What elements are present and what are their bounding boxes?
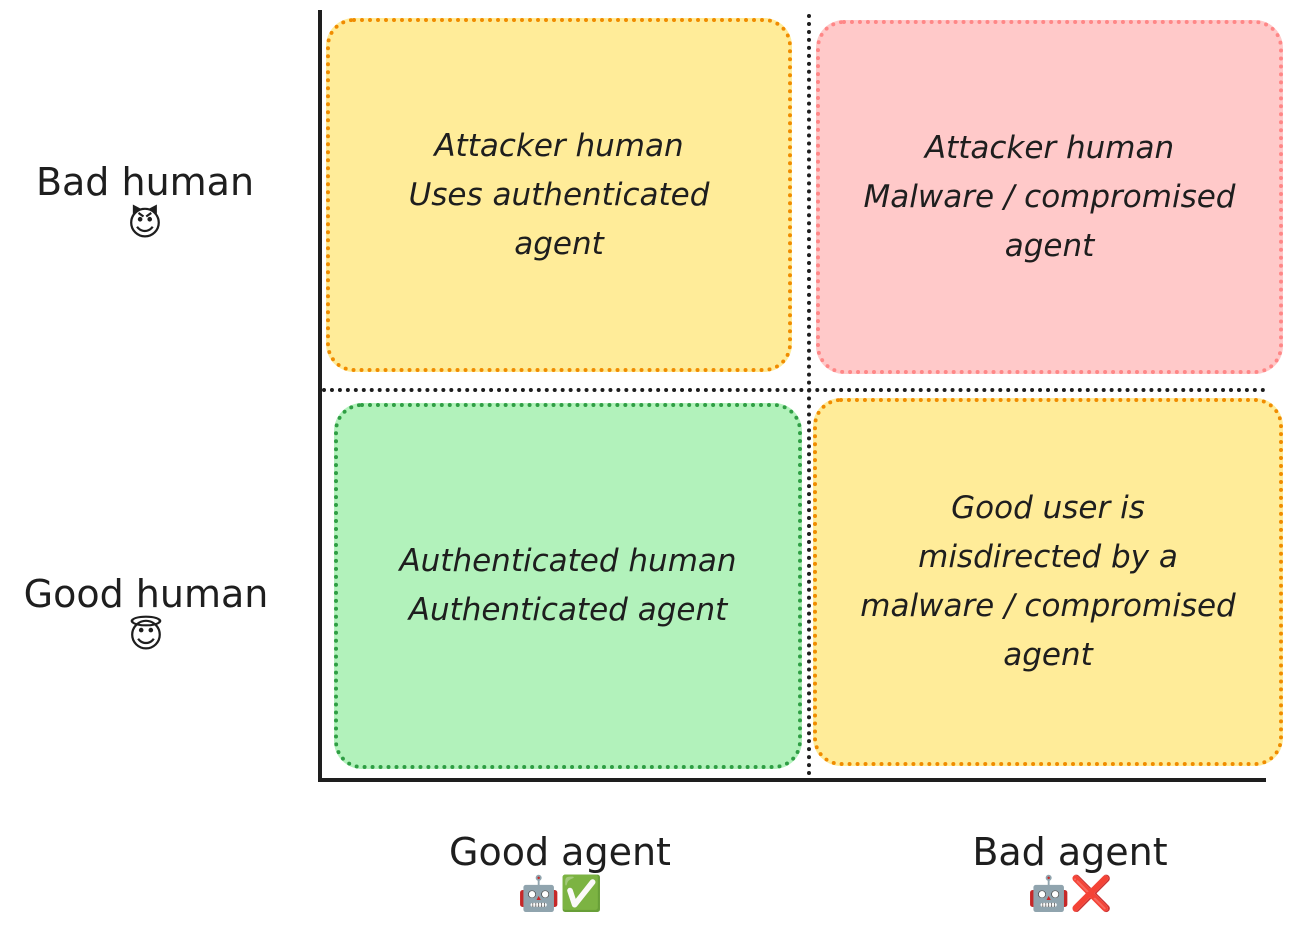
- quadrant-bottom-left: Authenticated human Authenticated agent: [334, 403, 802, 769]
- quadrant-top-right: Attacker human Malware / compromised age…: [816, 20, 1283, 374]
- quadrant-line: malware / compromised: [860, 588, 1236, 624]
- quadrant-line: Malware / compromised: [863, 178, 1236, 215]
- column-label-text: Good agent: [449, 830, 671, 874]
- column-label-bad-agent: Bad agent 🤖❌: [920, 830, 1220, 914]
- horizontal-divider: [322, 388, 1266, 392]
- row-label-text: Bad human: [35, 160, 255, 204]
- quadrant-line: agent: [514, 225, 604, 262]
- y-axis: [318, 10, 322, 782]
- column-label-good-agent: Good agent 🤖✅: [410, 830, 710, 914]
- robot-check-icon: 🤖✅: [517, 874, 603, 914]
- robot-cross-icon: 🤖❌: [1027, 874, 1113, 914]
- quadrant-line: Attacker human: [924, 129, 1175, 166]
- quadrant-line: Authenticated agent: [408, 592, 728, 628]
- quadrant-line: agent: [1004, 227, 1095, 264]
- quadrant-line: misdirected by a: [918, 539, 1178, 575]
- vertical-divider: [807, 14, 811, 776]
- quadrant-line: agent: [1003, 637, 1093, 673]
- quadrant-bottom-right: Good user is misdirected by a malware / …: [813, 398, 1283, 766]
- row-label-bad-human: Bad human 😈: [10, 160, 280, 244]
- row-label-good-human: Good human 😇: [8, 572, 284, 656]
- row-label-text: Good human: [23, 572, 269, 616]
- halo-face-icon: 😇: [128, 616, 164, 656]
- column-label-text: Bad agent: [972, 830, 1168, 874]
- smiling-imp-icon: 😈: [127, 204, 163, 244]
- quadrant-line: Attacker human: [434, 127, 684, 164]
- quadrant-line: Uses authenticated: [408, 176, 710, 213]
- quadrant-top-left: Attacker human Uses authenticated agent: [326, 18, 792, 372]
- quadrant-line: Authenticated human: [399, 543, 737, 579]
- quadrant-line: Good user is: [951, 490, 1145, 526]
- x-axis: [318, 778, 1266, 782]
